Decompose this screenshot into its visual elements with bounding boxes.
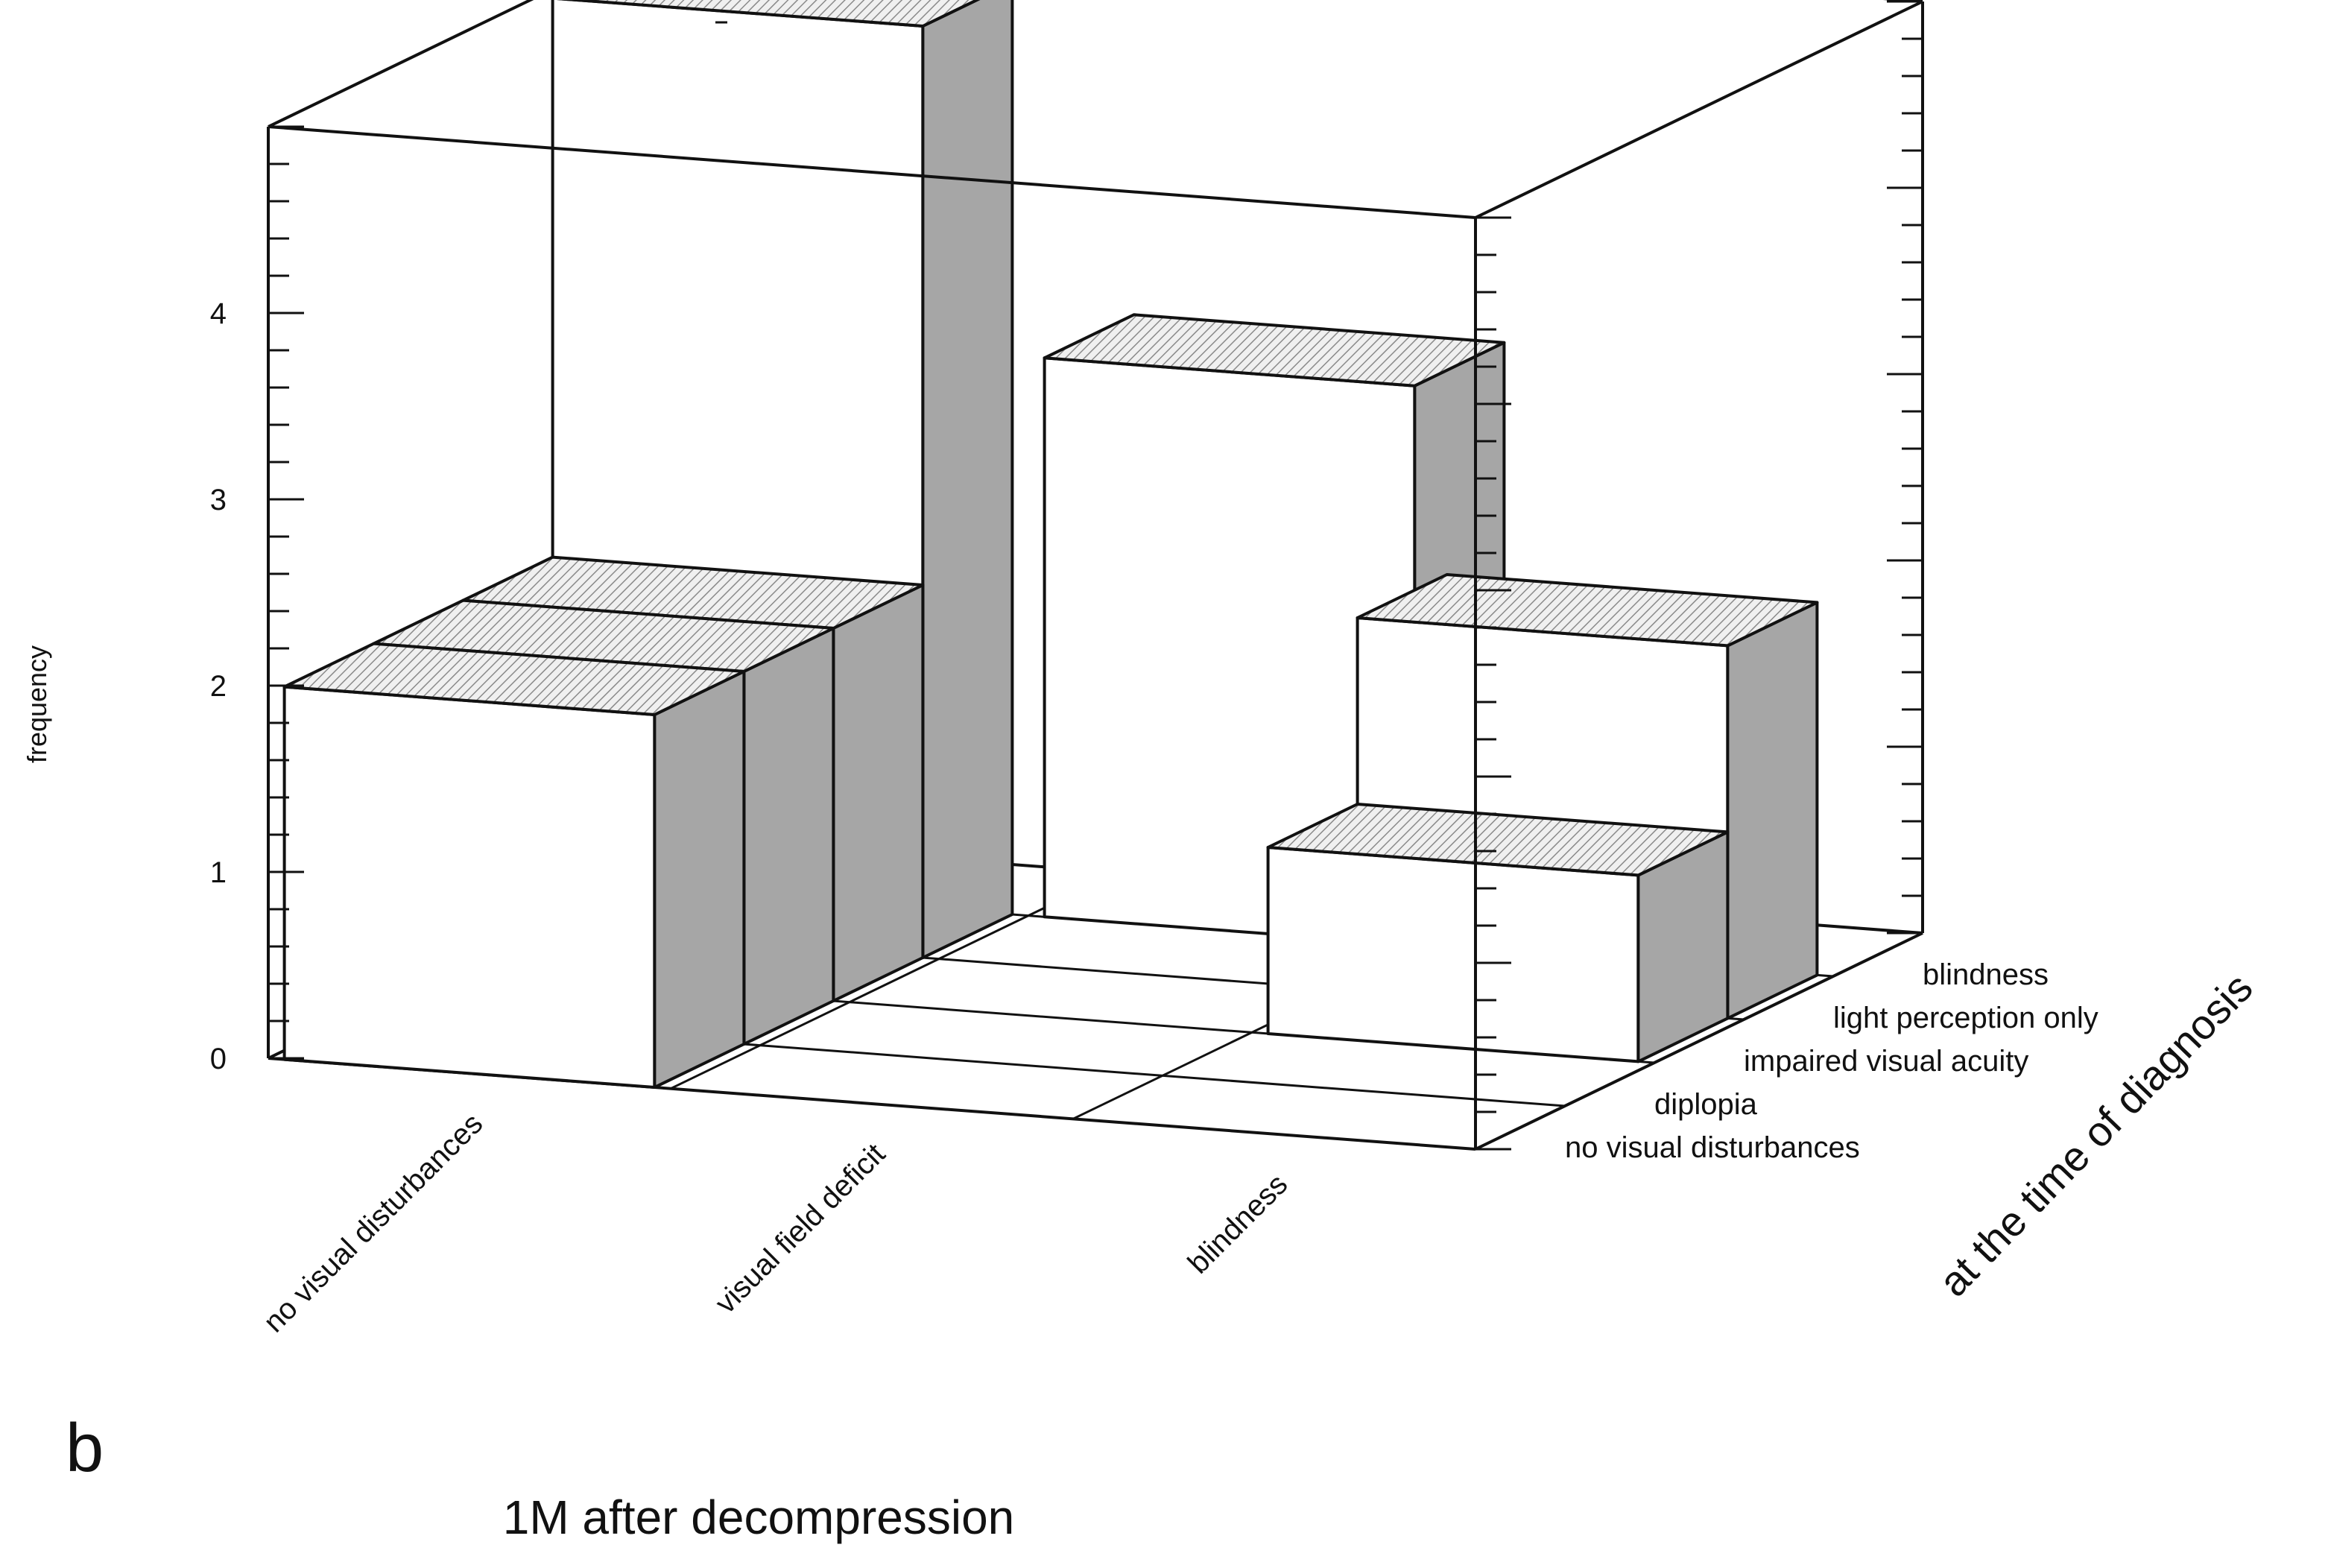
- bar-side-face: [742, 627, 835, 1046]
- frame-edge: [268, 0, 534, 128]
- y-tick-label: 2: [210, 670, 227, 703]
- bar-top-face: [1356, 573, 1819, 648]
- axis-ticks: [268, 0, 1923, 1151]
- z-tick-label: impaired visual acuity: [1744, 1045, 2028, 1078]
- floor-edge: [1475, 932, 1923, 1151]
- bar-side-face: [653, 670, 746, 1089]
- bar-top-face: [1266, 803, 1730, 877]
- bar-front-face: [1266, 846, 1640, 1063]
- y-tick-label: 0: [210, 1043, 227, 1075]
- x-axis-title: 1M after decompression: [503, 1490, 1015, 1544]
- frame-edge: [268, 125, 1476, 219]
- y-tick-label: 1: [210, 856, 227, 889]
- bar-front-face: [282, 685, 657, 1089]
- bars-group: [282, 0, 1819, 1089]
- z-tick-label: light perception only: [1833, 1002, 2098, 1034]
- bar: [1266, 803, 1730, 1063]
- z-tick-label: no visual disturbances: [1565, 1131, 1860, 1164]
- y-axis-title: frequency: [22, 645, 52, 763]
- bar-side-face: [832, 584, 925, 1002]
- bar: [282, 642, 746, 1089]
- z-tick-label: diplopia: [1654, 1088, 1758, 1121]
- bar-top-face: [556, 0, 981, 28]
- x-tick-label: no visual disturbances: [257, 1107, 489, 1339]
- bar-top-face: [1043, 313, 1506, 388]
- frame-edge: [1475, 0, 1923, 219]
- panel-label: b: [66, 1410, 104, 1486]
- bar-side-face: [1726, 601, 1819, 1020]
- x-tick-label: visual field deficit: [709, 1137, 891, 1320]
- chart-frame-front: [267, 125, 1477, 1149]
- y-tick-label: 4: [210, 297, 227, 330]
- y-tick-label: 3: [210, 484, 227, 516]
- x-tick-label: blindness: [1182, 1168, 1294, 1280]
- z-tick-label: blindness: [1923, 958, 2049, 991]
- bar-side-face: [921, 0, 1014, 959]
- bar-top-face: [282, 642, 746, 716]
